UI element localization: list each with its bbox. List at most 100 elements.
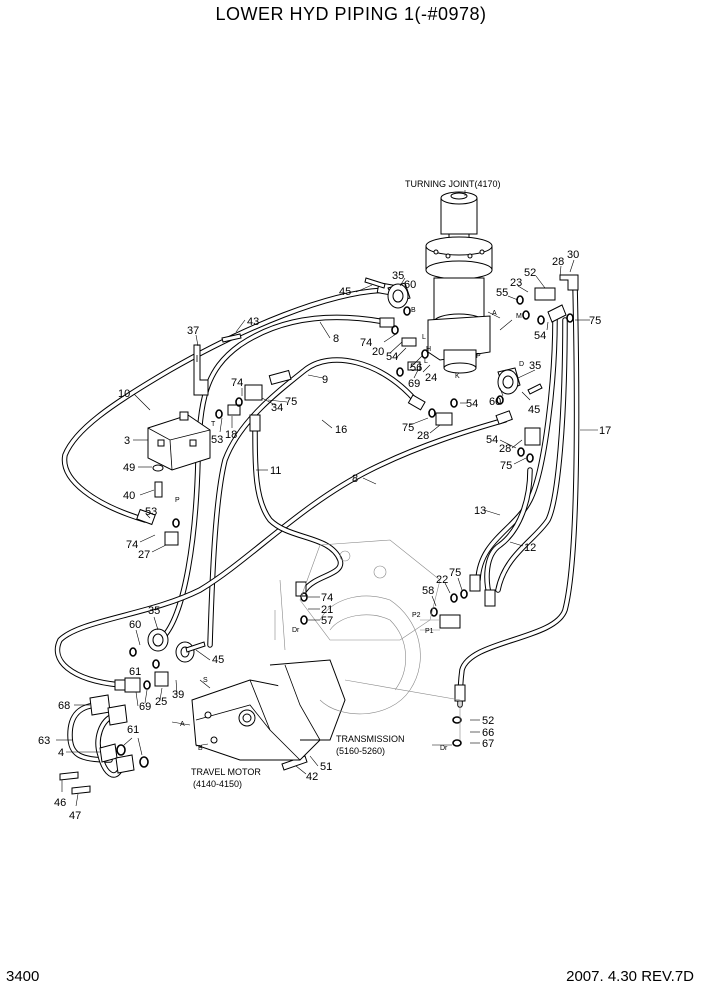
- callout: 8: [333, 333, 339, 345]
- port-label: M: [516, 313, 522, 320]
- callout: 52: [482, 715, 494, 727]
- callout: 54: [534, 330, 546, 342]
- port-label: L: [422, 334, 426, 341]
- callout: 9: [322, 374, 328, 386]
- hydraulic-hoses: [54, 282, 580, 708]
- callout: 75: [285, 396, 297, 408]
- leader-lines: [56, 259, 598, 807]
- callout: 54: [466, 398, 478, 410]
- callout: 61: [127, 724, 139, 736]
- turning-joint: [425, 190, 493, 374]
- callout: 53: [211, 434, 223, 446]
- flanges: [147, 283, 519, 663]
- callout: 45: [212, 654, 224, 666]
- callout: 30: [567, 249, 579, 261]
- callout: 46: [54, 797, 66, 809]
- port-label: K: [455, 373, 460, 380]
- bracket: [193, 344, 209, 396]
- callout: 52: [524, 267, 536, 279]
- callout: 42: [306, 771, 318, 783]
- port-labels: A M B L H K P D T P Dr P2 P1 S A B Dr: [175, 307, 524, 752]
- callout: 24: [425, 372, 437, 384]
- callout: 43: [247, 316, 259, 328]
- callout: 60: [129, 619, 141, 631]
- travel-motor-code-caption: (4140-4150): [193, 779, 242, 789]
- port-label: A: [180, 721, 185, 728]
- port-label: P2: [412, 612, 421, 619]
- callout: 58: [422, 585, 434, 597]
- callout: 28: [417, 430, 429, 442]
- component-captions: TURNING JOINT(4170) TRANSMISSION (5160-5…: [191, 179, 501, 789]
- callout: 10: [118, 388, 130, 400]
- port-label: H: [426, 346, 431, 353]
- transmission-caption: TRANSMISSION: [336, 734, 405, 744]
- control-block: [147, 411, 211, 471]
- callout: 25: [155, 696, 167, 708]
- transmission: [274, 539, 461, 740]
- port-label: P: [175, 497, 180, 504]
- callout: 12: [524, 542, 536, 554]
- port-label: S: [203, 677, 208, 684]
- callout: 47: [69, 810, 81, 822]
- callout: 13: [474, 505, 486, 517]
- callout: 51: [320, 761, 332, 773]
- callout: 49: [123, 462, 135, 474]
- callout: L: [424, 358, 428, 365]
- transmission-code-caption: (5160-5260): [336, 746, 385, 756]
- callout: 27: [138, 549, 150, 561]
- fittings: [114, 274, 579, 702]
- callout: 56: [410, 362, 422, 374]
- callout: 40: [123, 490, 135, 502]
- callout: 22: [436, 574, 448, 586]
- callout: 45: [528, 404, 540, 416]
- callout: 34: [271, 402, 283, 414]
- callout: 20: [372, 346, 384, 358]
- callout: 16: [335, 424, 347, 436]
- callout: 68: [58, 700, 70, 712]
- callout: 37: [187, 325, 199, 337]
- callout: 63: [38, 735, 50, 747]
- callout: 18: [225, 429, 237, 441]
- callout: 75: [402, 422, 414, 434]
- page-number: 3400: [6, 968, 40, 985]
- port-label: T: [211, 421, 216, 428]
- callout: 8: [352, 473, 358, 485]
- callout: 61: [129, 666, 141, 678]
- callout: 60: [404, 279, 416, 291]
- port-label: D: [519, 361, 524, 368]
- turning-joint-caption: TURNING JOINT(4170): [405, 179, 501, 189]
- callout: 75: [500, 460, 512, 472]
- part-callouts: 30 28 52 23 55 75 54 35 60 45 74 20 54 5…: [38, 249, 611, 822]
- callout: 17: [599, 425, 611, 437]
- callout: 28: [552, 256, 564, 268]
- callout: 35: [148, 605, 160, 617]
- callout: 74: [321, 592, 333, 604]
- o-rings: [116, 295, 574, 768]
- callout: 60: [489, 396, 501, 408]
- port-label: P: [476, 353, 481, 360]
- callout: 53: [145, 506, 157, 518]
- port-label: B: [411, 307, 416, 314]
- callout: 21: [321, 604, 333, 616]
- port-label: B: [198, 745, 203, 752]
- port-label: A: [492, 310, 497, 317]
- callout: 69: [139, 701, 151, 713]
- callout: 45: [339, 286, 351, 298]
- callout: 74: [126, 539, 138, 551]
- callout: 23: [510, 277, 522, 289]
- callout: 35: [392, 270, 404, 282]
- callout: 28: [499, 443, 511, 455]
- callout: 55: [496, 287, 508, 299]
- callout: 69: [408, 378, 420, 390]
- callout: 74: [231, 377, 243, 389]
- callout: 54: [486, 434, 498, 446]
- page-title: LOWER HYD PIPING 1(-#0978): [215, 4, 487, 24]
- callout: 3: [124, 435, 130, 447]
- callout: 75: [449, 567, 461, 579]
- callout: 11: [270, 465, 281, 477]
- callout: 75: [589, 315, 601, 327]
- callout: 35: [529, 360, 541, 372]
- travel-motor-caption: TRAVEL MOTOR: [191, 767, 261, 777]
- callout: 57: [321, 615, 333, 627]
